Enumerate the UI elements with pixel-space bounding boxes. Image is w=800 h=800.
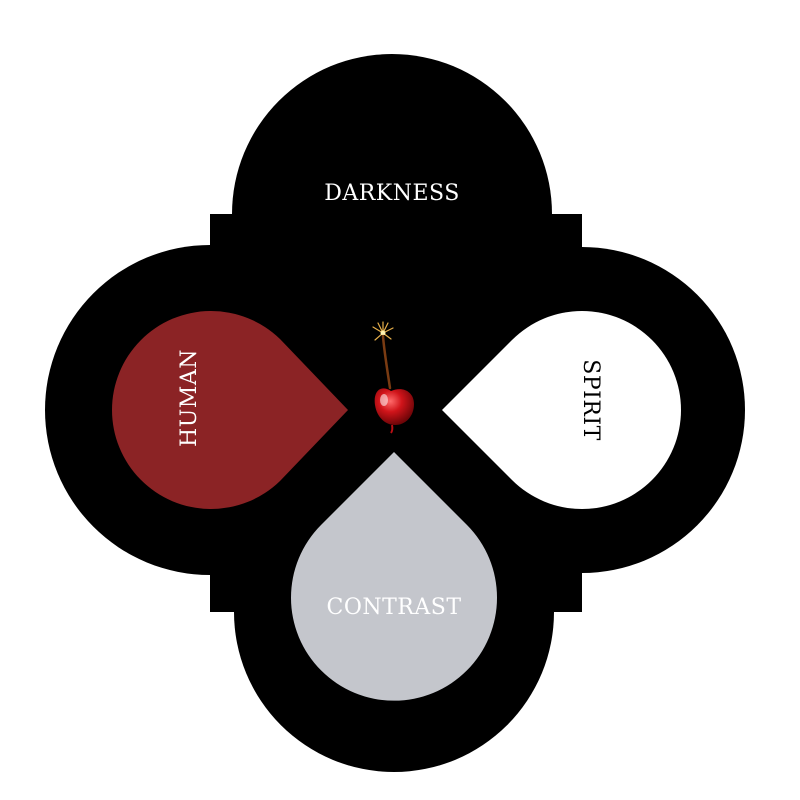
label-spirit: SPIRIT bbox=[578, 359, 603, 441]
label-darkness: DARKNESS bbox=[324, 181, 460, 206]
spirit-petal bbox=[442, 311, 681, 509]
cherry-stem bbox=[381, 334, 392, 390]
cherry-bomb-icon bbox=[372, 321, 414, 434]
label-contrast: CONTRAST bbox=[327, 595, 462, 620]
human-petal bbox=[112, 311, 348, 509]
contrast-petal bbox=[291, 452, 498, 701]
label-human: HUMAN bbox=[177, 349, 202, 447]
